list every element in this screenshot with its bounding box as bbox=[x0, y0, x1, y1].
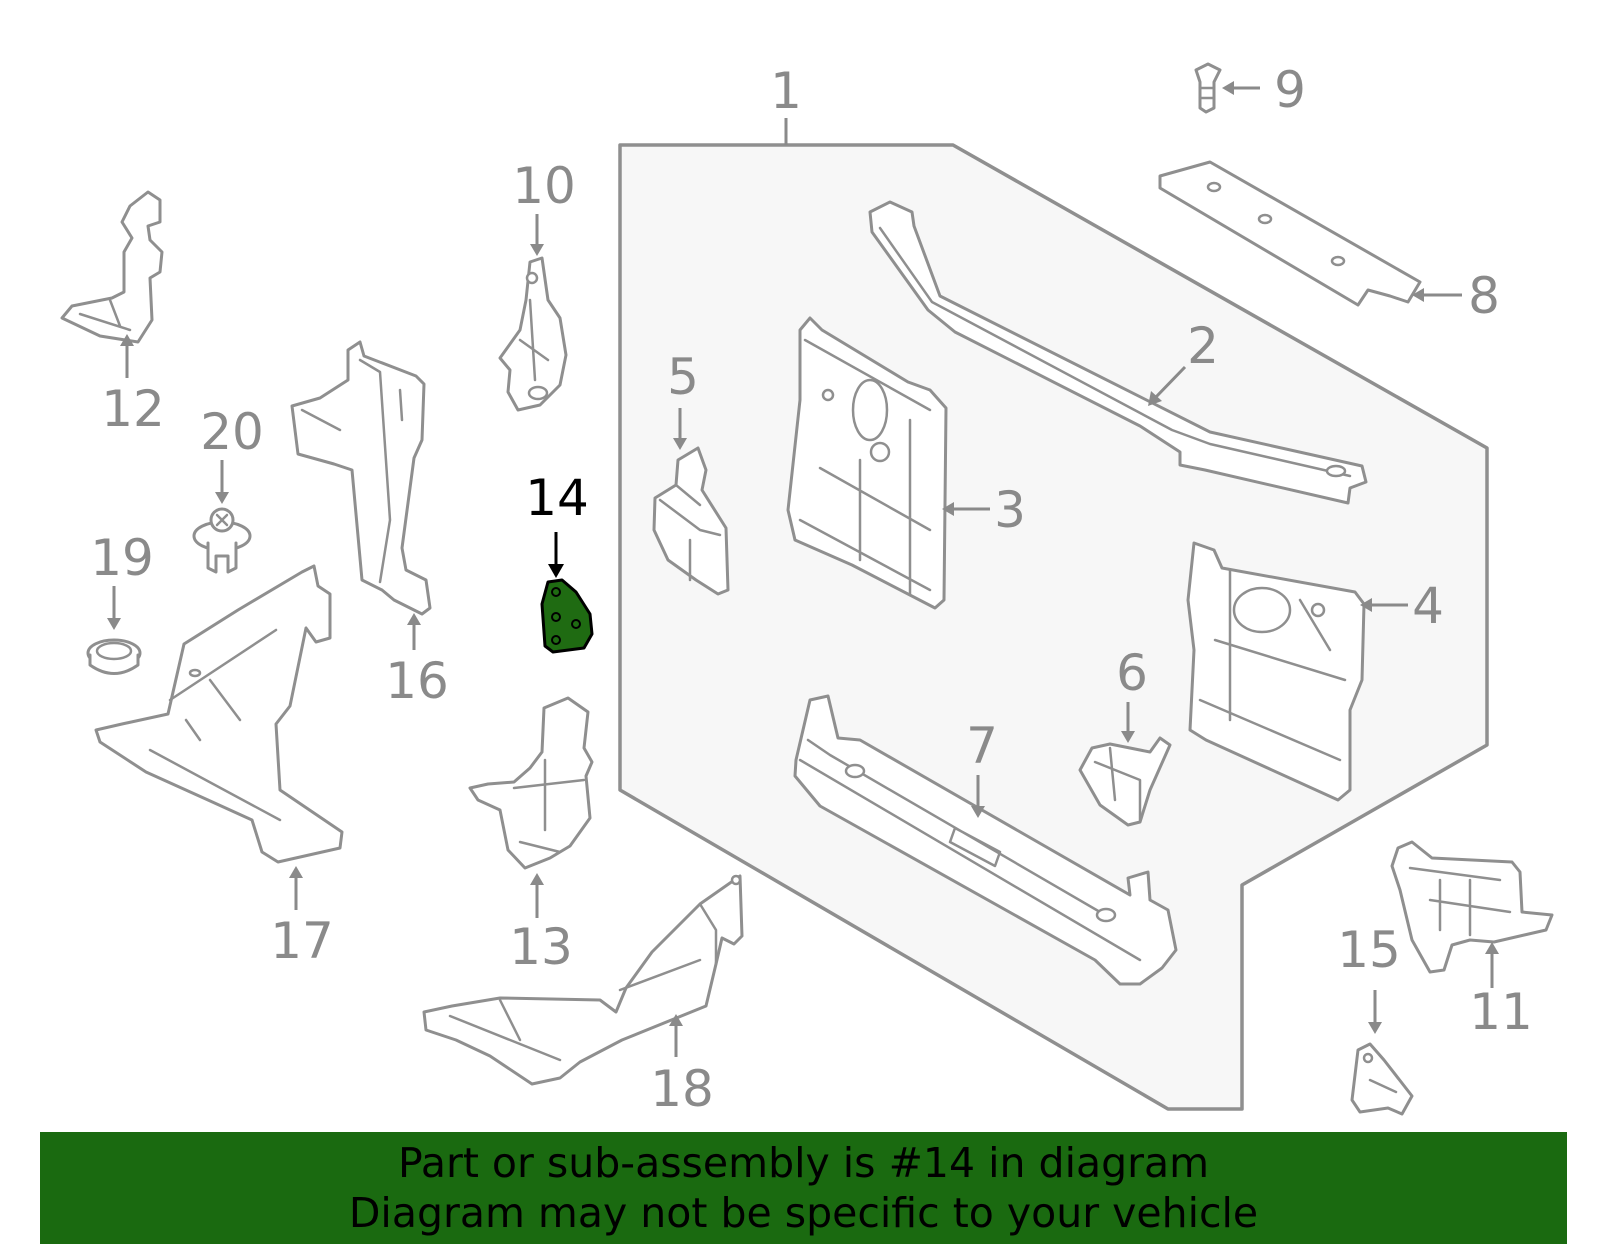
part-15-bracket[interactable] bbox=[1350, 1042, 1414, 1116]
part-7-lower-tie-bar[interactable] bbox=[793, 694, 1178, 986]
arrowhead-16 bbox=[407, 613, 421, 625]
callout-20[interactable]: 20 bbox=[200, 403, 264, 461]
callout-9[interactable]: 9 bbox=[1274, 61, 1306, 119]
part-14-highlighted[interactable] bbox=[540, 578, 594, 654]
callout-18[interactable]: 18 bbox=[650, 1060, 714, 1118]
callout-14[interactable]: 14 bbox=[525, 469, 589, 527]
part-6-bracket[interactable] bbox=[1078, 736, 1172, 827]
callout-15[interactable]: 15 bbox=[1337, 921, 1401, 979]
arrowhead-18 bbox=[669, 1014, 683, 1026]
leader-2 bbox=[1153, 365, 1187, 400]
callout-11[interactable]: 11 bbox=[1469, 983, 1533, 1041]
arrowhead-10 bbox=[530, 244, 544, 256]
part-9-clip[interactable] bbox=[1194, 62, 1222, 114]
part-13-bracket[interactable] bbox=[468, 696, 594, 870]
arrowhead-19 bbox=[107, 618, 121, 630]
banner-line-part: Part or sub-assembly is #14 in diagram bbox=[397, 1139, 1210, 1187]
part-12-bracket[interactable] bbox=[60, 190, 164, 344]
part-info-banner: Part or sub-assembly is #14 in diagram D… bbox=[40, 1132, 1567, 1244]
callout-4[interactable]: 4 bbox=[1412, 577, 1444, 635]
arrowhead-8 bbox=[1412, 288, 1424, 302]
part-10-bracket[interactable] bbox=[498, 256, 568, 412]
callout-13[interactable]: 13 bbox=[509, 918, 573, 976]
arrowhead-5 bbox=[673, 438, 687, 450]
part-8-reinforcement[interactable] bbox=[1158, 160, 1422, 307]
arrowhead-14 bbox=[548, 564, 564, 578]
banner-line-disclaimer: Diagram may not be specific to your vehi… bbox=[348, 1189, 1259, 1237]
part-11-bracket[interactable] bbox=[1390, 840, 1554, 974]
callout-17[interactable]: 17 bbox=[270, 912, 334, 970]
callout-19[interactable]: 19 bbox=[90, 529, 154, 587]
callout-7[interactable]: 7 bbox=[966, 717, 998, 775]
arrowhead-2 bbox=[1148, 391, 1162, 406]
part-3-left-side-panel[interactable] bbox=[786, 316, 948, 610]
part-4-right-side-panel[interactable] bbox=[1186, 541, 1366, 802]
callout-2[interactable]: 2 bbox=[1187, 317, 1219, 375]
arrowhead-11 bbox=[1485, 942, 1499, 954]
arrowhead-9 bbox=[1222, 81, 1234, 95]
arrowhead-3 bbox=[942, 502, 954, 516]
part-18-bracket[interactable] bbox=[422, 874, 744, 1086]
callout-3[interactable]: 3 bbox=[994, 481, 1026, 539]
callout-8[interactable]: 8 bbox=[1468, 267, 1500, 325]
arrowhead-6 bbox=[1121, 731, 1135, 743]
arrowhead-13 bbox=[530, 873, 544, 885]
part-20-clip[interactable] bbox=[192, 507, 252, 574]
callout-1[interactable]: 1 bbox=[770, 62, 802, 120]
part-2-upper-tie-bar[interactable] bbox=[868, 200, 1368, 505]
arrowhead-12 bbox=[120, 334, 134, 346]
arrowhead-17 bbox=[289, 866, 303, 878]
callout-6[interactable]: 6 bbox=[1116, 644, 1148, 702]
part-17-bracket[interactable] bbox=[94, 564, 344, 864]
part-16-bracket[interactable] bbox=[290, 340, 432, 616]
arrowhead-7 bbox=[971, 806, 985, 818]
callout-12[interactable]: 12 bbox=[101, 380, 165, 438]
arrowhead-20 bbox=[215, 492, 229, 504]
callout-10[interactable]: 10 bbox=[512, 157, 576, 215]
callout-16[interactable]: 16 bbox=[385, 652, 449, 710]
part-5-bracket[interactable] bbox=[652, 446, 730, 596]
callout-5[interactable]: 5 bbox=[667, 348, 699, 406]
arrowhead-15 bbox=[1368, 1022, 1382, 1034]
arrowhead-4 bbox=[1360, 598, 1372, 612]
part-19-plug[interactable] bbox=[86, 638, 142, 675]
